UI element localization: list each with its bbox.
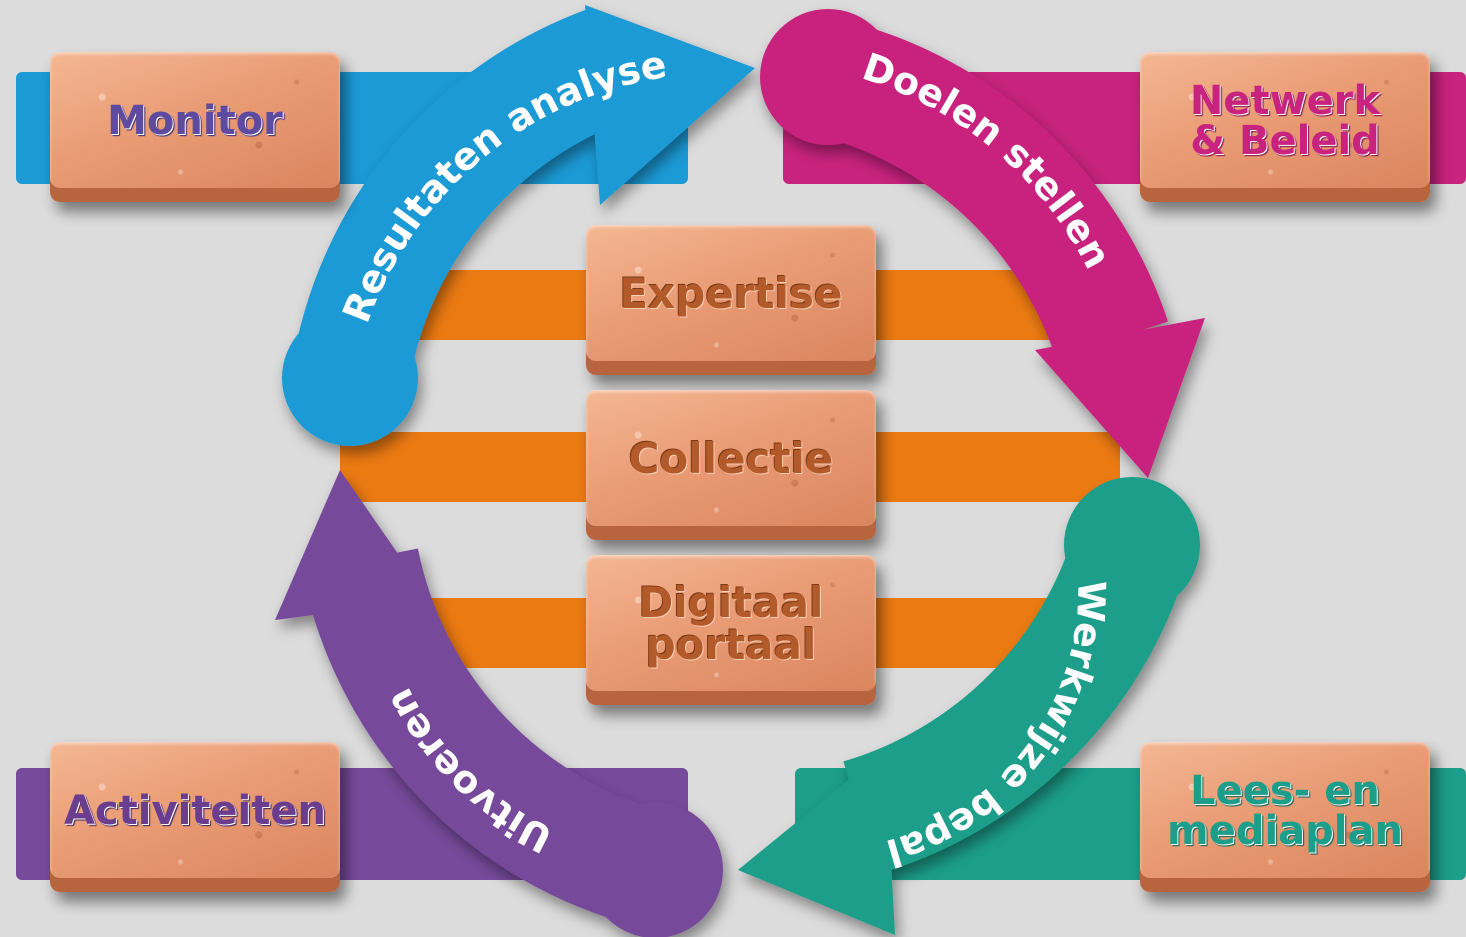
brick-expertise: Expertise [586,225,876,375]
brick-netwerk-beleid: Netwerk & Beleid [1140,52,1430,202]
brick-digitaal-portaal: Digitaal portaal [586,555,876,705]
brick-monitor: Monitor [50,52,340,202]
brick-digitaal-label: Digitaal portaal [638,578,824,669]
arrow-doelen [760,9,1205,478]
brick-activiteiten-label: Activiteiten [64,788,326,834]
brick-lees-mediaplan: Lees- en mediaplan [1140,742,1430,892]
brick-monitor-label: Monitor [107,98,283,144]
brick-netwerk-label: Netwerk & Beleid [1189,78,1381,164]
arrow-werkwijze [738,477,1200,935]
brick-activiteiten: Activiteiten [50,742,340,892]
arrow-resultaten [282,5,755,446]
arrow-uitvoeren [275,470,723,937]
brick-expertise-label: Expertise [619,269,843,318]
brick-collectie-label: Collectie [628,434,834,483]
brick-collectie: Collectie [586,390,876,540]
brick-lees-label: Lees- en mediaplan [1167,768,1403,854]
